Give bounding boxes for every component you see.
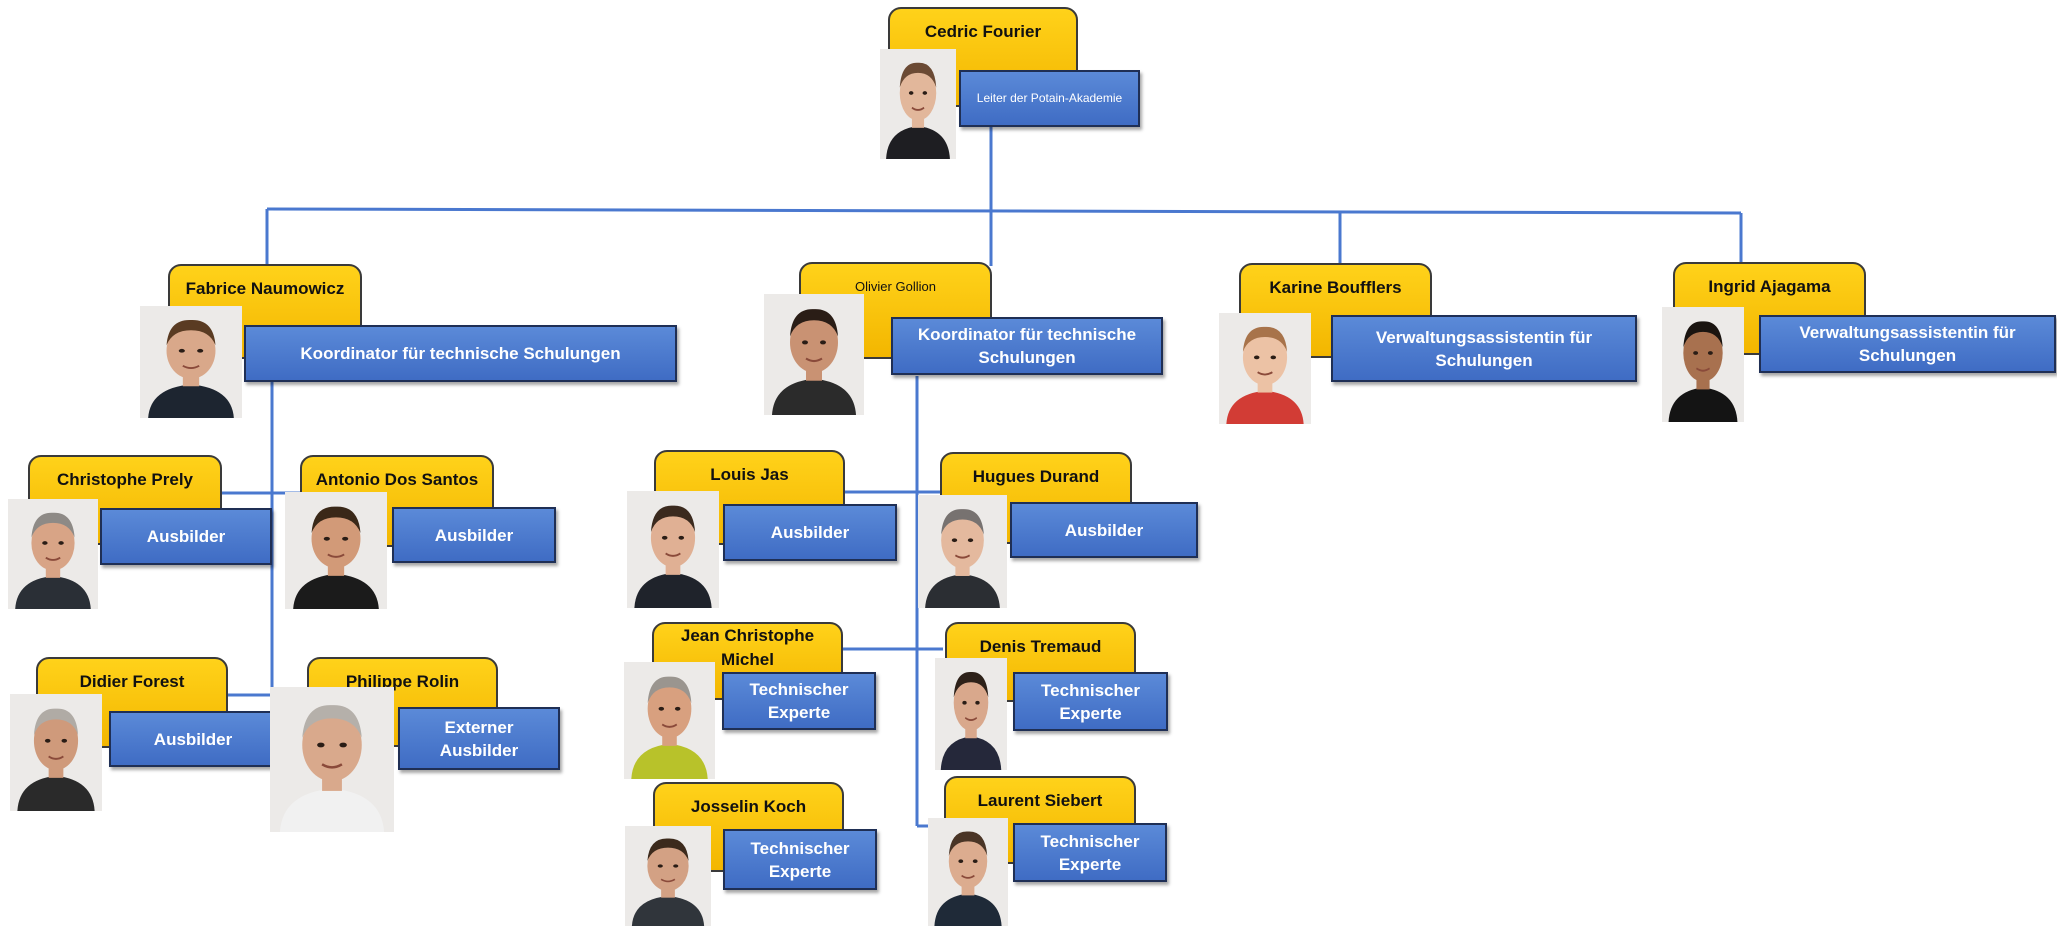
person-role: Technischer Experte — [1013, 823, 1167, 882]
person-photo — [285, 492, 387, 609]
person-photo — [624, 662, 715, 779]
person-role: Ausbilder — [109, 711, 277, 767]
person-role: Koordinator für technische Schulungen — [891, 317, 1163, 375]
person-role: Technischer Experte — [1013, 672, 1168, 731]
person-role: Ausbilder — [100, 508, 272, 565]
person-photo — [928, 818, 1008, 926]
person-photo — [918, 495, 1007, 608]
person-photo — [10, 694, 102, 811]
person-role: Ausbilder — [392, 507, 556, 563]
person-role: Koordinator für technische Schulungen — [244, 325, 677, 382]
person-role: Ausbilder — [723, 504, 897, 561]
person-photo — [270, 687, 394, 832]
person-photo — [880, 49, 956, 159]
person-photo — [8, 499, 98, 609]
person-photo — [1662, 307, 1744, 422]
person-photo — [764, 294, 864, 415]
person-photo — [935, 658, 1007, 770]
person-photo — [627, 491, 719, 608]
person-photo — [1219, 313, 1311, 424]
person-role: Ausbilder — [1010, 502, 1198, 558]
person-role: Leiter der Potain-Akademie — [959, 70, 1140, 127]
person-photo — [140, 306, 242, 418]
person-role: Verwaltungsassistentin für Schulungen — [1759, 315, 2056, 373]
person-role: Externer Ausbilder — [398, 707, 560, 770]
person-role: Technischer Experte — [722, 672, 876, 730]
person-photo — [625, 826, 711, 926]
person-role: Verwaltungsassistentin für Schulungen — [1331, 315, 1637, 382]
person-role: Technischer Experte — [723, 829, 877, 890]
